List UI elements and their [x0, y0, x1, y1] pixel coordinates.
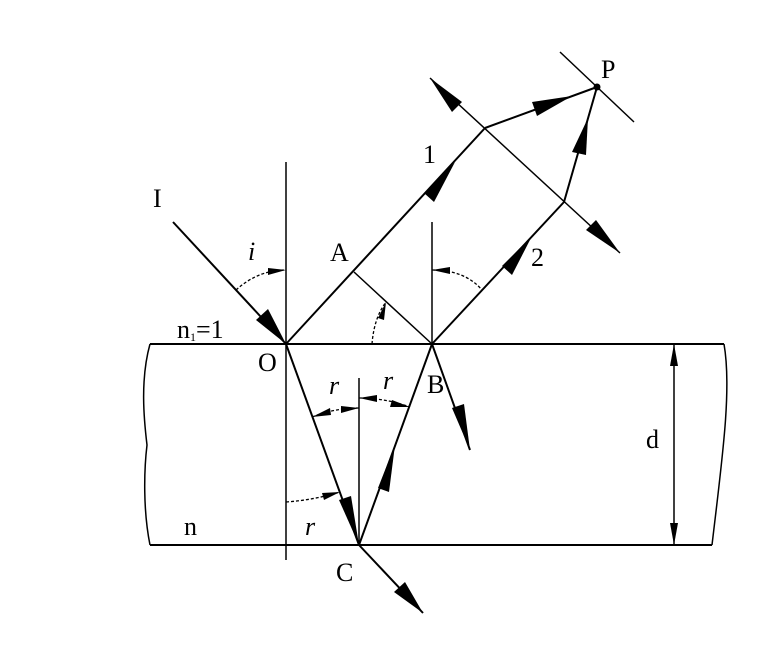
angle-arc-B-head: [432, 267, 450, 274]
angle-arc-r-right-head: [359, 395, 377, 402]
label-point-C: C: [336, 558, 353, 587]
ray-2-to-P-arrowhead: [572, 118, 588, 155]
label-angle-r-right: r: [383, 366, 394, 395]
wavefront-AB: [353, 271, 433, 345]
label-ray-1: 1: [423, 140, 436, 169]
emerging-ray-2: [431, 201, 565, 345]
label-point-A: A: [330, 238, 349, 267]
angle-arc-B: [431, 269, 483, 291]
point-P-dot: [593, 83, 601, 91]
label-film-index: n: [184, 512, 197, 541]
ray-B-down-arrowhead: [452, 404, 470, 450]
refracted-ray-OC-arrowhead: [339, 496, 359, 545]
outer-index-sub: 1: [190, 330, 196, 344]
outer-index-main: n: [177, 315, 190, 344]
wavefront-right-arrowhead: [586, 220, 620, 253]
label-angle-r-bottom: r: [305, 512, 316, 541]
angle-arc-r-left-head2: [341, 406, 359, 413]
film-left-break: [142, 343, 151, 546]
angle-arc-i-head: [268, 268, 286, 275]
angle-arc-A: [371, 301, 387, 345]
reflected-ray-CB-arrowhead: [378, 445, 395, 492]
thickness-arrow-bottom: [670, 523, 678, 545]
wavefront-outer: [429, 77, 621, 254]
label-ray-2: 2: [531, 243, 544, 272]
label-point-B: B: [427, 370, 444, 399]
incident-ray-arrowhead: [256, 309, 286, 344]
angle-arc-i: [235, 269, 287, 291]
ray-2-arrowhead: [502, 236, 532, 275]
reflected-ray-1: [285, 127, 486, 345]
label-incident: I: [153, 184, 162, 213]
wavefront-left-arrowhead: [430, 78, 462, 112]
ray-1-to-P-arrowhead: [532, 96, 572, 116]
outer-index-value: =1: [196, 315, 224, 344]
angle-arc-r-right-head2: [390, 400, 410, 407]
film-right-break: [711, 343, 728, 546]
label-point-O: O: [258, 348, 277, 377]
label-outer-index: n1=1: [177, 315, 224, 344]
label-thickness: d: [646, 425, 659, 454]
label-angle-r-left: r: [329, 371, 340, 400]
label-angle-i: i: [248, 237, 255, 266]
reflected-ray-CB: [358, 343, 433, 546]
label-point-P: P: [601, 55, 615, 84]
angle-arc-r-bottom-head: [322, 492, 340, 500]
angle-arc-r-left-head: [312, 408, 331, 417]
angle-arc-A-head: [378, 302, 386, 320]
thickness-arrow-top: [670, 344, 678, 366]
transmitted-ray-C-arrowhead: [394, 582, 423, 613]
ray-1-arrowhead: [424, 162, 455, 202]
